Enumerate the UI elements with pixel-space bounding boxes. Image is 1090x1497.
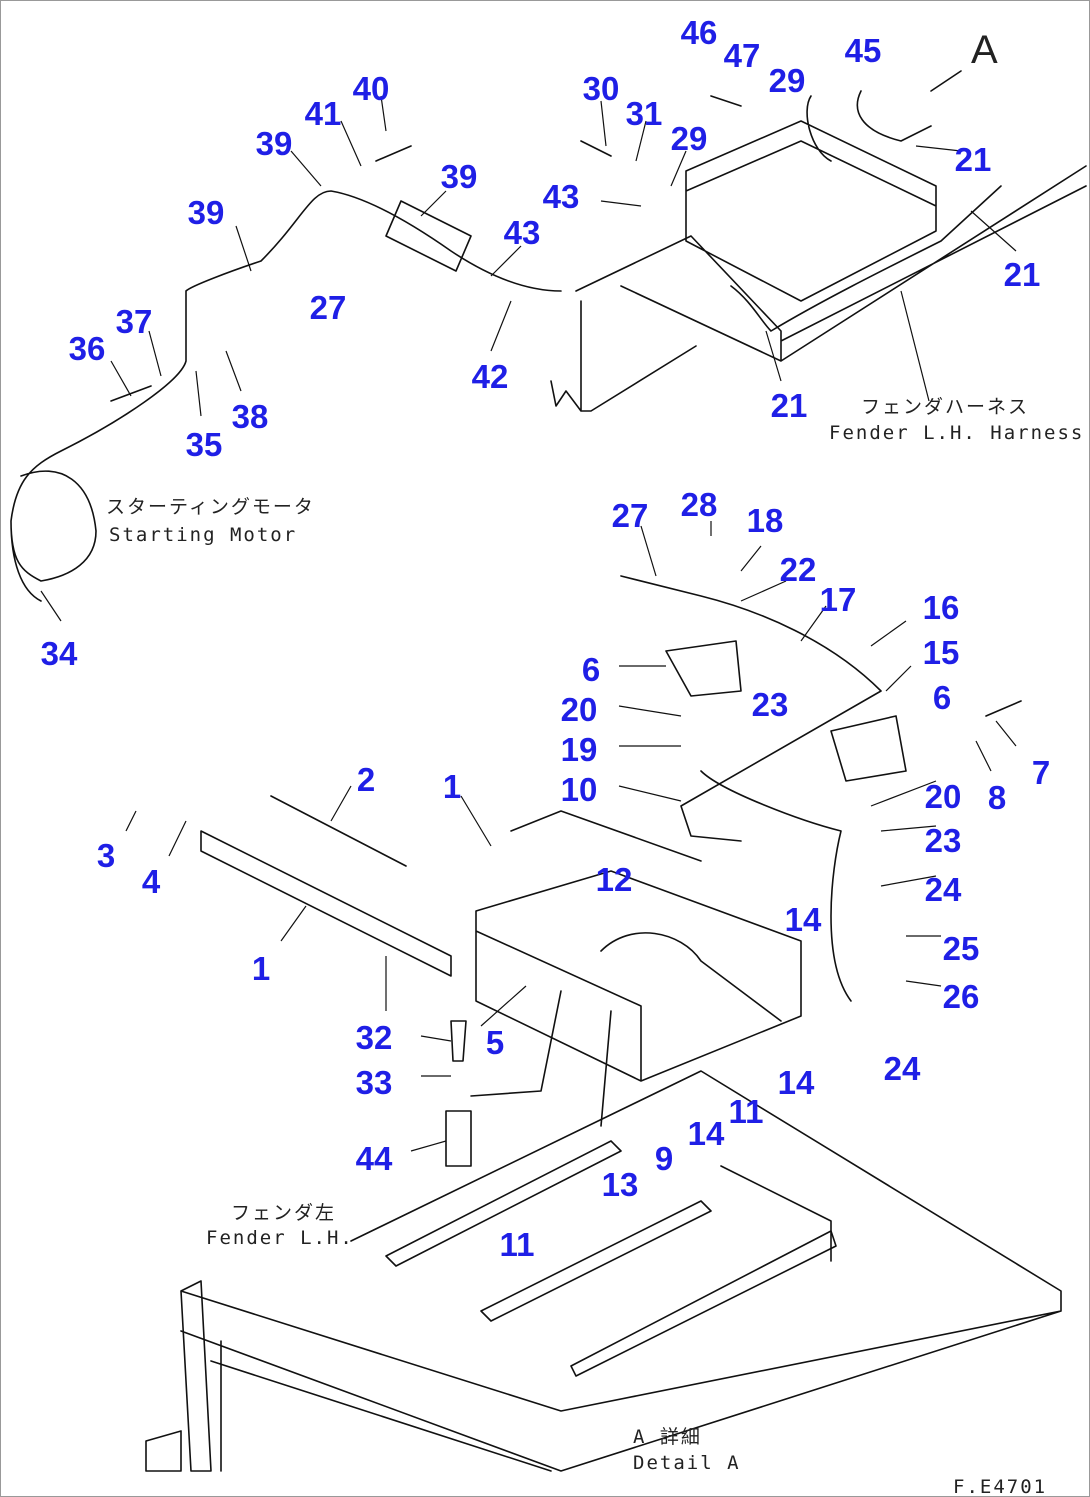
leader-lines (40, 95, 1017, 1152)
callout-40: 40 (353, 70, 390, 107)
callout-13: 13 (602, 1166, 639, 1203)
callout-3: 3 (97, 837, 115, 874)
callout-8: 8 (988, 779, 1006, 816)
callout-38: 38 (232, 398, 269, 435)
callout-12: 12 (596, 861, 633, 898)
callout-1: 1 (443, 768, 461, 805)
callout-25: 25 (943, 930, 980, 967)
callout-17: 17 (820, 581, 857, 618)
callout-6: 6 (933, 679, 951, 716)
callout-27: 27 (310, 289, 347, 326)
detail-a-label-en: Detail A (633, 1452, 741, 1474)
callout-35: 35 (186, 426, 223, 463)
starting-motor-harness (10, 190, 562, 602)
callout-1: 1 (252, 950, 270, 987)
fender-lh-label-jp: フェンダ左 (231, 1202, 336, 1224)
bolts-upper (110, 95, 1022, 717)
callout-39: 39 (441, 158, 478, 195)
callout-28: 28 (681, 486, 718, 523)
fender-floor (145, 1070, 1062, 1472)
callout-23: 23 (752, 686, 789, 723)
callout-39: 39 (188, 194, 225, 231)
fender-harness-label-jp: フェンダハーネス (861, 396, 1029, 418)
callout-14: 14 (778, 1064, 815, 1101)
callout-29: 29 (769, 62, 806, 99)
fender-rail (720, 1165, 832, 1262)
callout-7: 7 (1032, 754, 1050, 791)
callout-11: 11 (500, 1226, 535, 1263)
callout-4: 4 (142, 863, 161, 900)
callout-11: 11 (729, 1093, 764, 1130)
callout-18: 18 (747, 502, 784, 539)
callout-24: 24 (925, 871, 962, 908)
callout-45: 45 (845, 32, 882, 69)
callout-15: 15 (923, 634, 960, 671)
drawing-code: F.E4701 (953, 1476, 1047, 1497)
callout-44: 44 (356, 1140, 393, 1177)
callout-41: 41 (305, 95, 342, 132)
callout-numbers: 4647294530312940413939434321212139274237… (41, 14, 1051, 1263)
fender-lh-label-en: Fender L.H. (206, 1227, 354, 1249)
callout-10: 10 (561, 771, 598, 808)
callout-19: 19 (561, 731, 598, 768)
starting-motor-label-jp: スターティングモータ (106, 496, 315, 518)
callout-30: 30 (583, 70, 620, 107)
callout-36: 36 (69, 330, 106, 367)
callout-24: 24 (884, 1050, 921, 1087)
callout-23: 23 (925, 822, 962, 859)
view-arrow (930, 70, 962, 92)
view-letter: A (971, 28, 998, 72)
battery-box-upper (550, 90, 1087, 412)
callout-47: 47 (724, 37, 761, 74)
callout-9: 9 (655, 1140, 673, 1177)
callout-6: 6 (582, 651, 600, 688)
callout-37: 37 (116, 303, 153, 340)
callout-16: 16 (923, 589, 960, 626)
fender-harness-label-en: Fender L.H. Harness (829, 422, 1084, 444)
callout-26: 26 (943, 978, 980, 1015)
detail-a-label-jp: A 詳細 (633, 1426, 702, 1448)
callout-22: 22 (780, 551, 817, 588)
callout-21: 21 (1004, 256, 1041, 293)
callout-34: 34 (41, 635, 78, 672)
callout-43: 43 (543, 178, 580, 215)
callout-21: 21 (771, 387, 808, 424)
callout-31: 31 (626, 95, 663, 132)
callout-14: 14 (785, 901, 822, 938)
callout-43: 43 (504, 214, 541, 251)
callout-29: 29 (671, 120, 708, 157)
callout-42: 42 (472, 358, 509, 395)
callout-32: 32 (356, 1019, 393, 1056)
callout-21: 21 (955, 141, 992, 178)
callout-2: 2 (357, 761, 375, 798)
callout-5: 5 (486, 1024, 504, 1061)
callout-39: 39 (256, 125, 293, 162)
starting-motor-label-en: Starting Motor (109, 524, 297, 546)
battery-cables-middle (620, 575, 907, 1002)
callout-20: 20 (561, 691, 598, 728)
callout-33: 33 (356, 1064, 393, 1101)
callout-27: 27 (612, 497, 649, 534)
callout-20: 20 (925, 778, 962, 815)
battery-box-lower (200, 795, 802, 1167)
callout-14: 14 (688, 1115, 725, 1152)
callout-46: 46 (681, 14, 718, 51)
